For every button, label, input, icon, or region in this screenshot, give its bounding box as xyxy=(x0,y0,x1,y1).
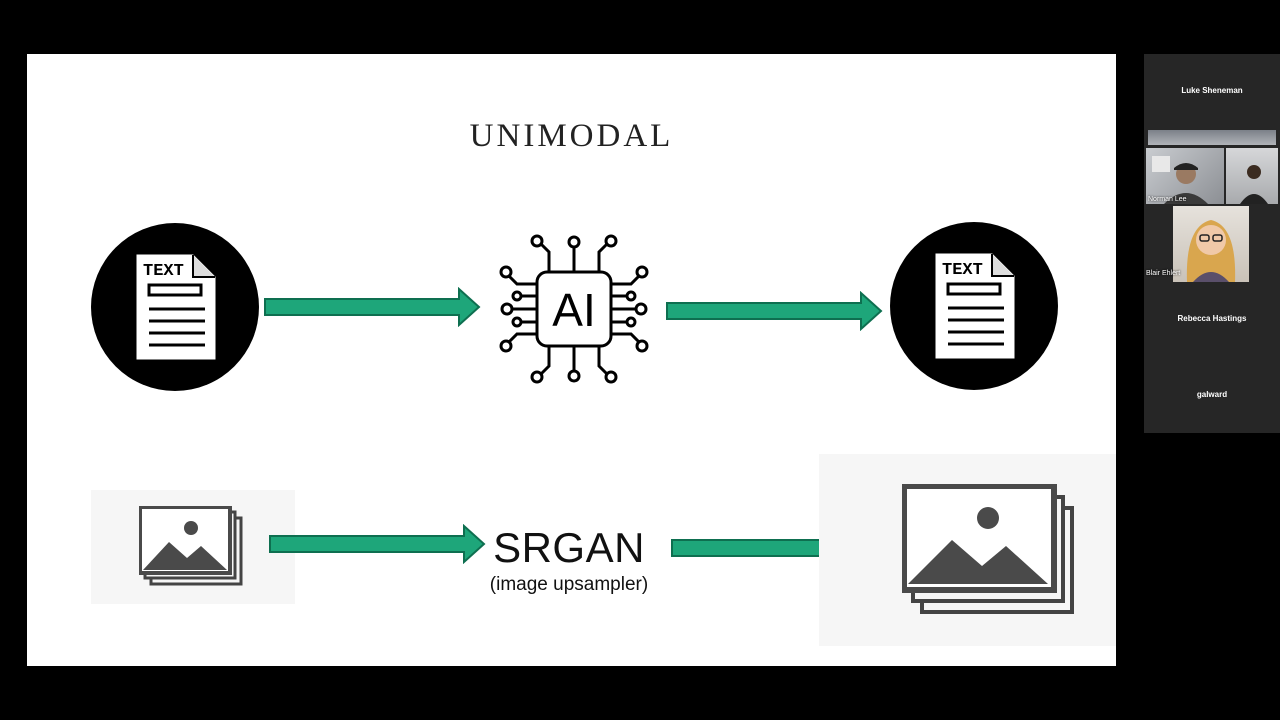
participant-name: Norman Lee xyxy=(1148,196,1187,203)
participants-panel: Luke Sheneman Norman Lee xyxy=(1144,54,1280,433)
doc-text-label: TEXT xyxy=(942,261,983,280)
participant-name[interactable]: Luke Sheneman xyxy=(1181,86,1243,95)
participant-name[interactable]: Rebecca Hastings xyxy=(1177,314,1247,323)
image-stack-icon xyxy=(902,484,1074,614)
ai-chip-label: AI xyxy=(552,284,595,336)
ai-chip-icon: AI xyxy=(499,234,649,384)
srgan-sublabel: (image upsampler) xyxy=(489,574,649,595)
person-avatar-icon xyxy=(1186,220,1236,282)
slide-title: UNIMODAL xyxy=(469,118,674,154)
text-document-icon: TEXT xyxy=(935,253,1015,359)
participant-video[interactable] xyxy=(1226,148,1278,204)
person-avatar-icon xyxy=(1152,156,1208,204)
person-avatar-icon xyxy=(1240,165,1268,204)
participant-video[interactable]: Norman Lee xyxy=(1146,148,1224,204)
participant-video[interactable] xyxy=(1148,130,1276,145)
srgan-label: SRGAN xyxy=(493,524,645,571)
doc-text-label: TEXT xyxy=(143,262,184,281)
arrow-right-icon xyxy=(264,287,481,327)
text-output-circle: TEXT xyxy=(890,222,1058,390)
participant-name: Blair Ehlert xyxy=(1146,270,1181,277)
large-image-panel xyxy=(819,454,1116,646)
arrow-right-icon xyxy=(666,291,883,331)
small-image-panel xyxy=(91,490,295,604)
text-input-circle: TEXT xyxy=(91,223,259,391)
arrow-right-icon xyxy=(269,524,486,564)
image-stack-icon xyxy=(139,506,243,586)
participant-video[interactable] xyxy=(1173,206,1249,282)
shared-slide: UNIMODAL TEXT xyxy=(27,54,1116,666)
participant-name[interactable]: galward xyxy=(1196,390,1228,399)
text-document-icon: TEXT xyxy=(136,254,216,360)
